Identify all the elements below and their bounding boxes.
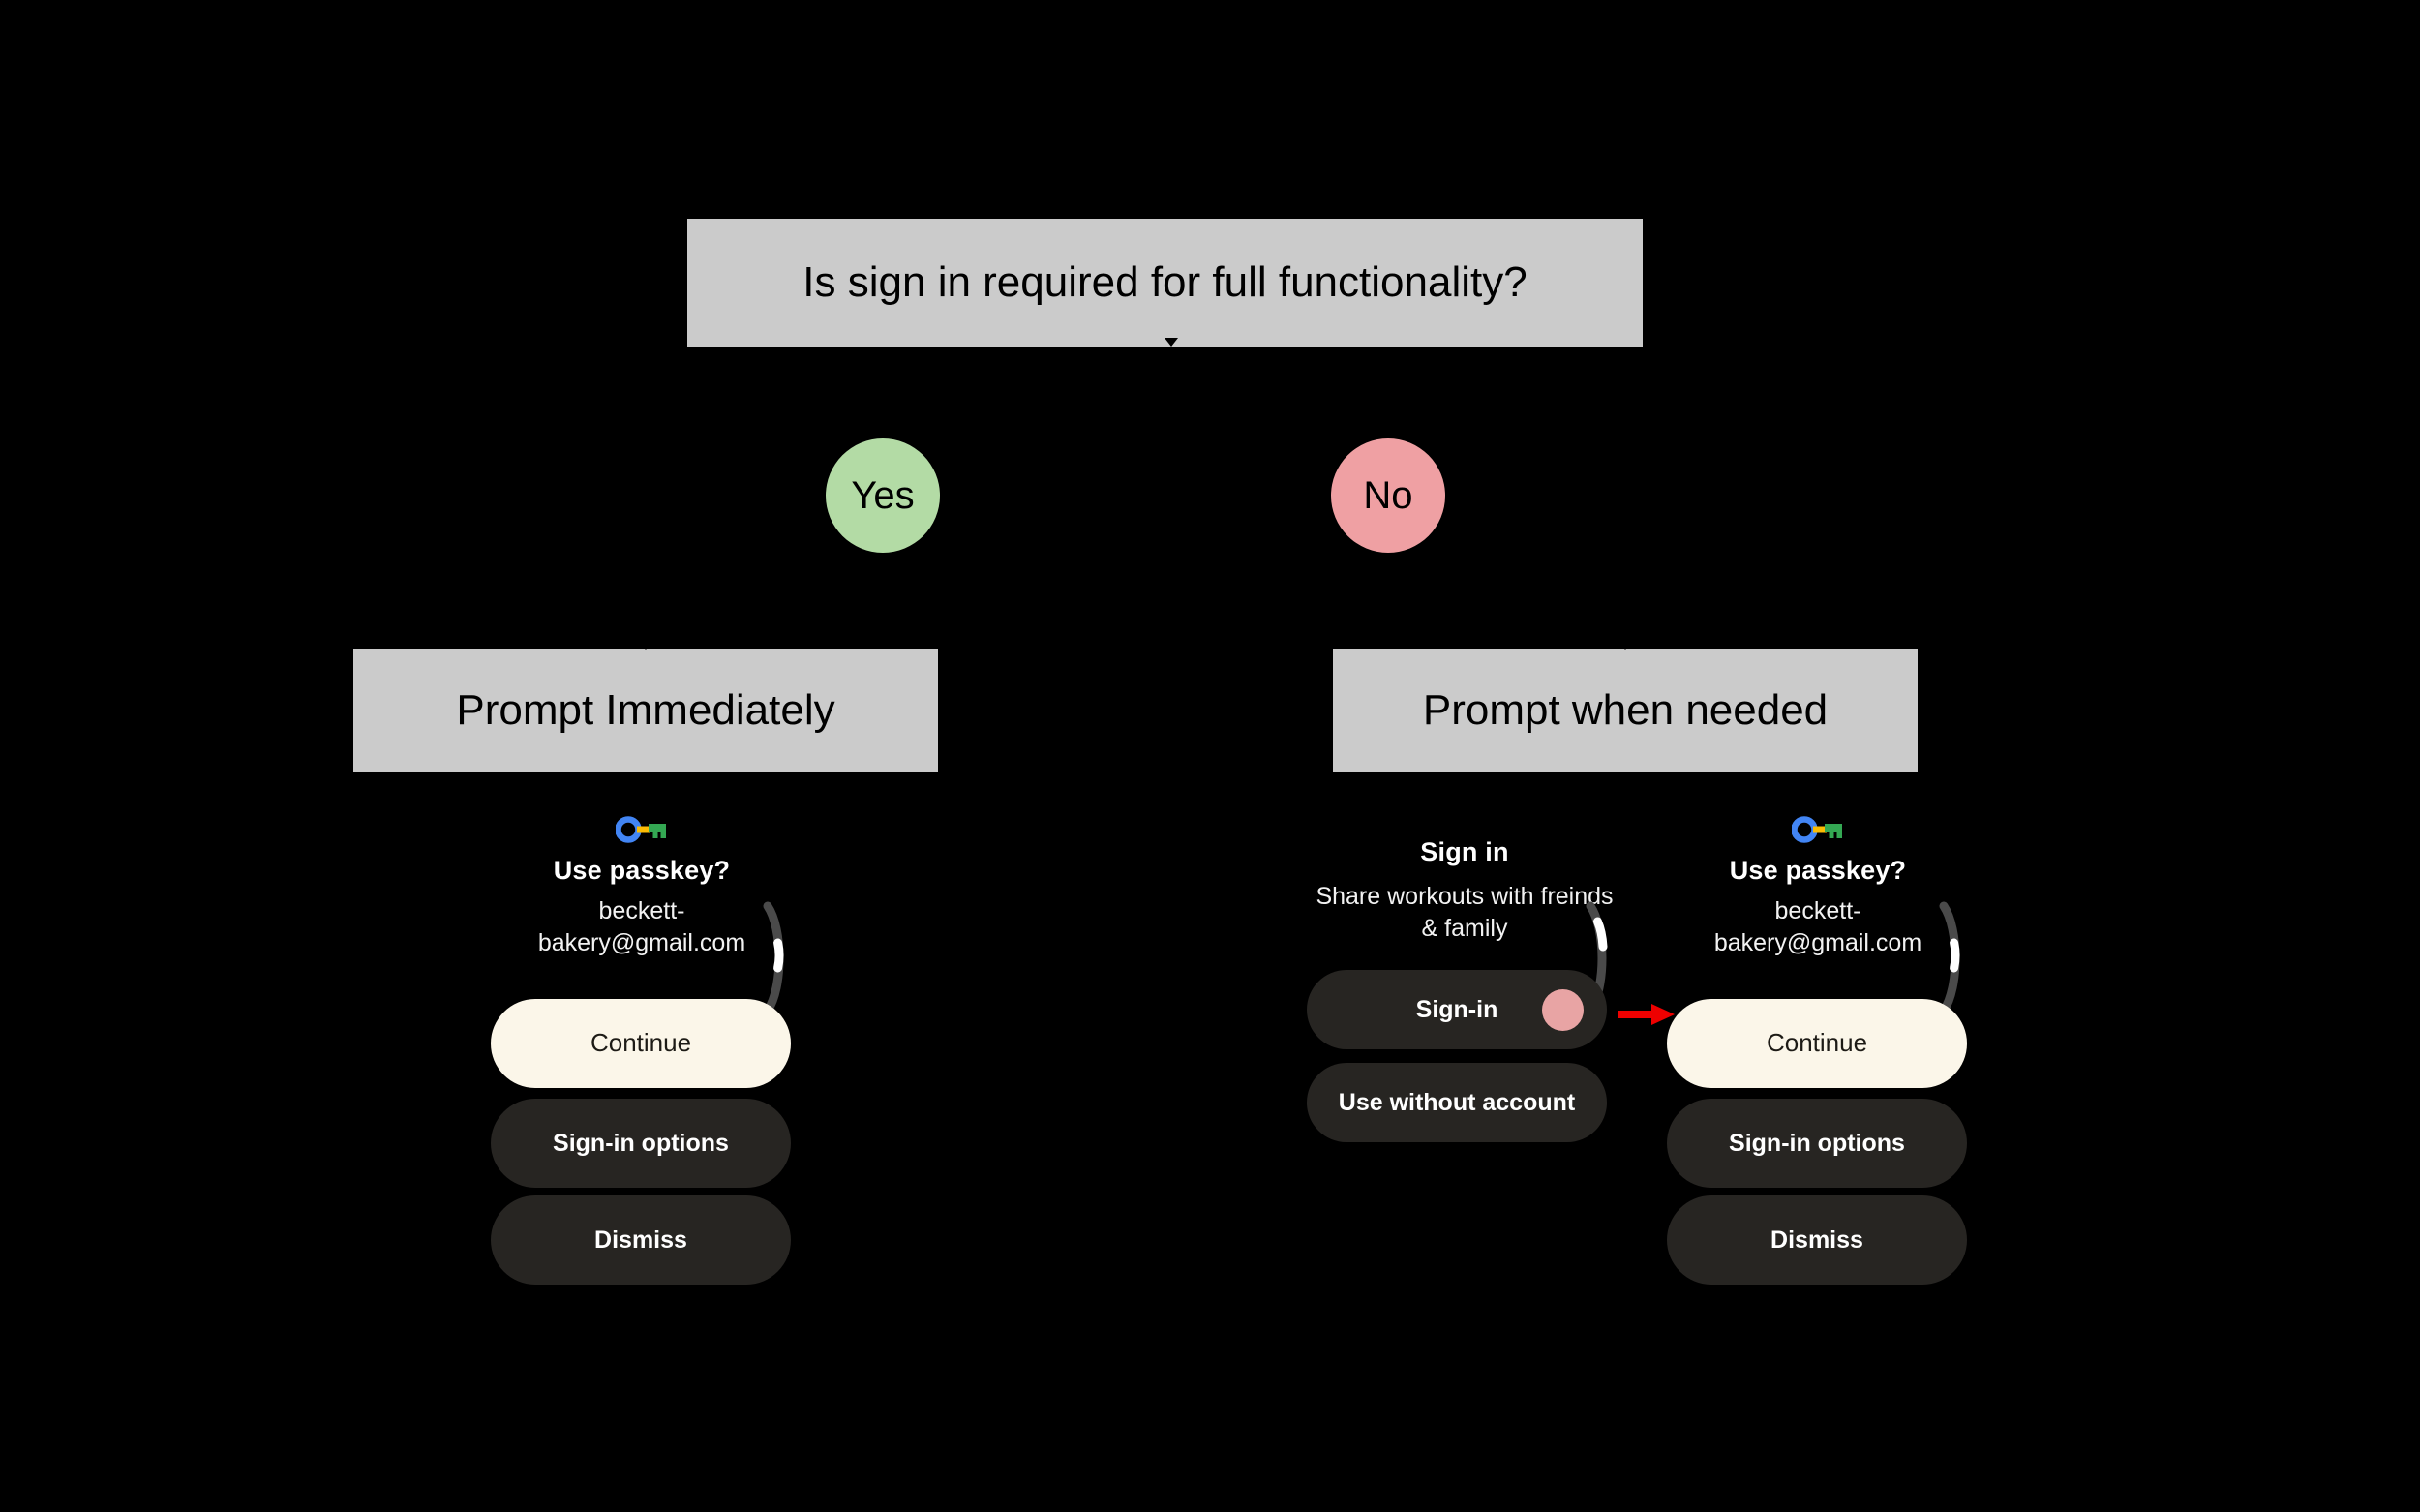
sign-in-options-button-right[interactable]: Sign-in options [1667, 1099, 1967, 1188]
connector-arrowhead-left [639, 641, 652, 650]
passkey-title-left: Use passkey? [553, 856, 731, 885]
dismiss-button-left-label: Dismiss [594, 1226, 687, 1254]
continue-button-left-label: Continue [590, 1028, 692, 1058]
google-passkey-icon [615, 815, 670, 849]
branch-circle-yes: Yes [826, 438, 940, 553]
scroll-indicator-left[interactable] [760, 900, 799, 1021]
dismiss-button-right-label: Dismiss [1770, 1226, 1863, 1254]
continue-button-right[interactable]: Continue [1667, 999, 1967, 1088]
watch-screen-middle-signin: Sign in Share workouts with freinds & fa… [1307, 803, 1622, 1297]
sign-in-button-middle[interactable]: Sign-in [1307, 970, 1607, 1049]
use-without-account-button-label: Use without account [1338, 1089, 1576, 1116]
watch-screen-right-passkey: Use passkey? beckett-bakery@gmail.com Co… [1660, 803, 1976, 1297]
sign-in-options-button-left-label: Sign-in options [553, 1130, 729, 1157]
connector-arrowhead-down [1165, 338, 1178, 347]
sign-in-options-button-right-label: Sign-in options [1729, 1130, 1905, 1157]
passkey-title-right: Use passkey? [1729, 856, 1907, 885]
avatar [1542, 989, 1584, 1031]
branch-label-no: No [1363, 473, 1413, 517]
outcome-label-prompt-immediately: Prompt Immediately [456, 685, 835, 734]
outcome-label-prompt-when-needed: Prompt when needed [1422, 685, 1829, 734]
signin-title: Sign in [1420, 837, 1509, 866]
sign-in-button-middle-label: Sign-in [1415, 996, 1498, 1023]
continue-button-right-label: Continue [1766, 1028, 1868, 1058]
decision-question-label: Is sign in required for full functionali… [802, 257, 1528, 306]
outcome-box-prompt-immediately: Prompt Immediately [353, 649, 938, 772]
outcome-box-prompt-when-needed: Prompt when needed [1333, 649, 1918, 772]
use-without-account-button[interactable]: Use without account [1307, 1063, 1607, 1142]
branch-circle-no: No [1331, 438, 1445, 553]
annotation-arrow-icon [1618, 997, 1680, 1037]
dismiss-button-left[interactable]: Dismiss [491, 1195, 791, 1285]
google-passkey-icon [1791, 815, 1846, 849]
watch-screen-left-passkey: Use passkey? beckett-bakery@gmail.com Co… [484, 803, 800, 1297]
signin-subtitle: Share workouts with freinds & family [1316, 883, 1614, 943]
passkey-account-right: beckett-bakery@gmail.com [1713, 897, 1922, 957]
dismiss-button-right[interactable]: Dismiss [1667, 1195, 1967, 1285]
passkey-account-left: beckett-bakery@gmail.com [537, 897, 746, 957]
decision-question-box: Is sign in required for full functionali… [687, 219, 1643, 347]
continue-button-left[interactable]: Continue [491, 999, 791, 1088]
connector-arrowhead-right [1618, 641, 1632, 650]
sign-in-options-button-left[interactable]: Sign-in options [491, 1099, 791, 1188]
branch-label-yes: Yes [851, 473, 915, 517]
scroll-indicator-right[interactable] [1936, 900, 1975, 1021]
